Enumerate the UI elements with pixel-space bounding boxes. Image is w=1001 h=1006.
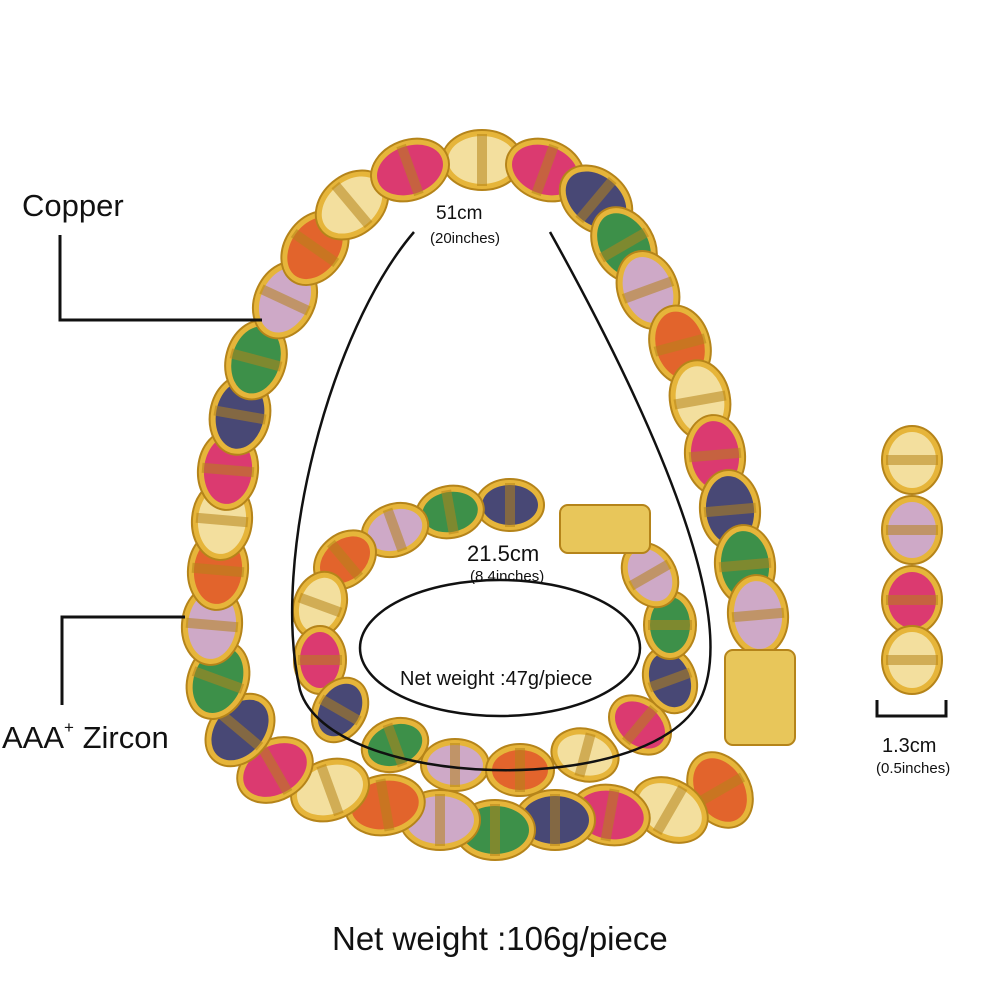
chain-link [881,625,943,695]
bracelet-measure-loop [358,578,642,718]
necklace-chain [180,129,790,861]
chain-link [881,495,943,565]
copper-label: Copper [22,188,124,223]
chain-link [881,425,943,495]
chain-link [641,645,699,715]
chain-link [475,478,545,532]
necklace-net-weight: Net weight :106g/piece [332,920,668,957]
necklace-length-in: (20inches) [430,230,501,247]
chain-link [314,169,390,241]
chain-link [420,738,490,792]
zircon-label: AAA+ Zircon [2,717,169,755]
chain-link [196,429,260,511]
necklace-length-cm: 51cm [436,203,483,224]
link-width-cm: 1.3cm [882,735,937,757]
chain-link [360,501,430,559]
link-detail [881,425,943,695]
link-width-in: (0.5inches) [876,760,951,777]
chain-link [620,541,680,609]
copper-callout-line [58,235,262,322]
link-width-bracket [875,700,948,718]
bracelet-chain [291,478,699,797]
zircon-callout-line [60,615,185,705]
chain-link [224,319,288,401]
chain-link [631,776,709,844]
chain-link [291,570,349,640]
chain-link [370,137,450,203]
necklace-measure-loop [290,231,712,772]
bracelet-net-weight: Net weight :47g/piece [400,668,593,690]
necklace-clasp [724,649,796,746]
bracelet-clasp [559,504,651,554]
bracelet-length-cm: 21.5cm [467,541,540,566]
chain-link [360,716,430,774]
chain-link [881,565,943,635]
chain-link [441,129,523,191]
bracelet-length-in: (8.4inches) [470,568,545,585]
chain-link [683,414,747,496]
